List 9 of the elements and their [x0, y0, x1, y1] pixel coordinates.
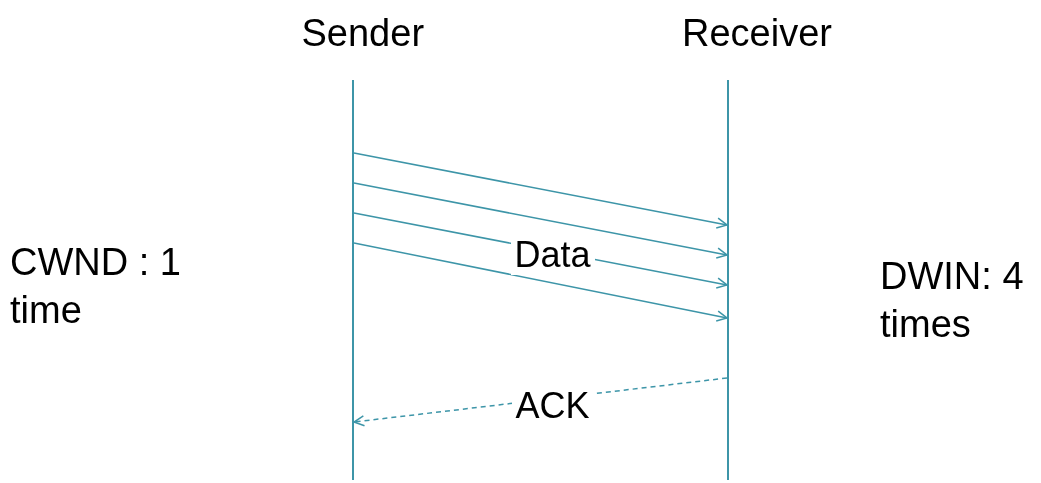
side-note: CWND : 1 time: [10, 240, 182, 333]
arrow: [353, 182, 728, 259]
side-note: DWIN: 4 times: [880, 254, 1025, 347]
lifeline-title: Sender: [301, 10, 425, 56]
arrow: [353, 152, 728, 229]
lifeline-title: Receiver: [682, 10, 832, 56]
lifeline: [352, 80, 354, 480]
lifeline: [727, 80, 729, 480]
arrow: [353, 242, 728, 322]
